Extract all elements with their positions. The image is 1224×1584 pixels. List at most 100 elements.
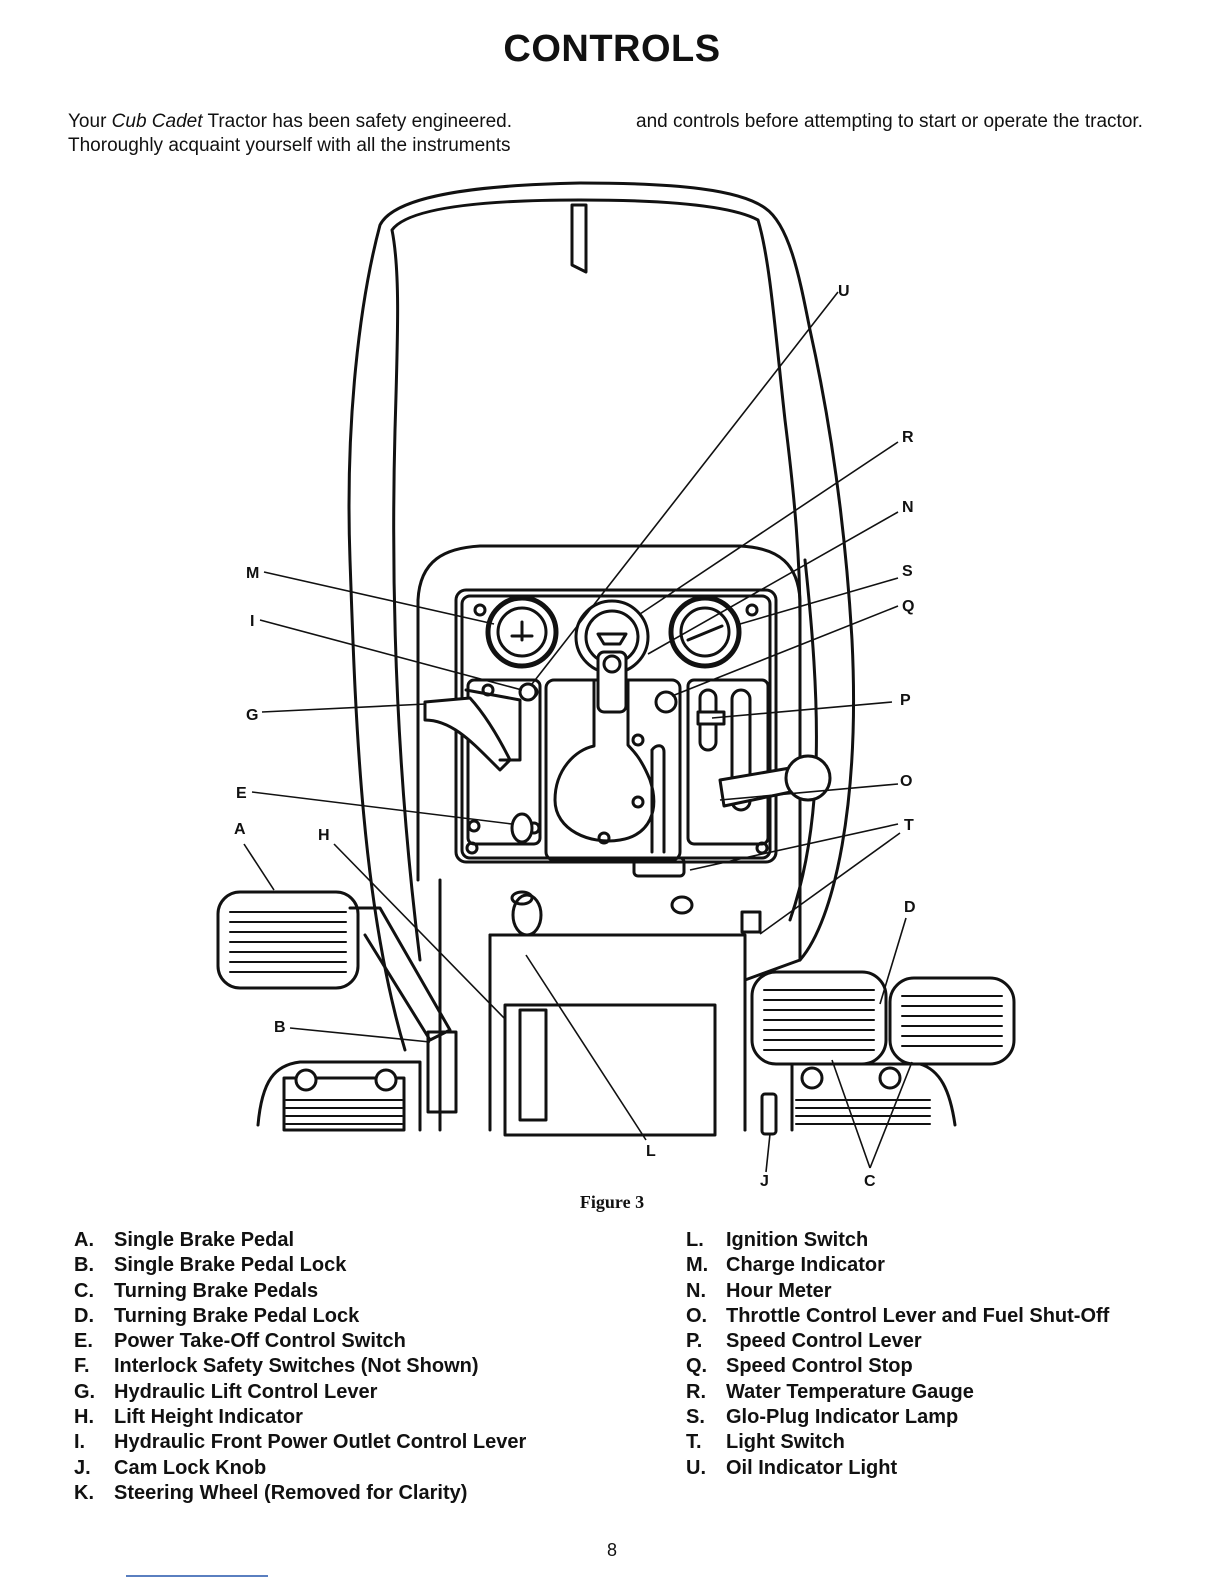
- callout-l: L: [646, 1143, 656, 1160]
- legend-letter: K.: [74, 1481, 94, 1504]
- legend-text: Interlock Safety Switches (Not Shown): [114, 1355, 479, 1378]
- legend-letter: R.: [686, 1380, 706, 1403]
- legend-letter: L.: [686, 1229, 704, 1251]
- callout-g: G: [246, 707, 258, 724]
- callout-o: O: [900, 773, 912, 790]
- tractor-controls-drawing: U R N S Q P O T D M I G E A H B L J C: [216, 181, 1016, 1190]
- legend-item: E. Power Take-Off Control Switch: [74, 1329, 674, 1354]
- callout-t: T: [904, 817, 914, 834]
- legend-left-column: A.Single Brake Pedal B.Single Brake Peda…: [74, 1228, 674, 1506]
- ignition-key: [511, 893, 543, 937]
- legend-letter: P.: [686, 1330, 703, 1353]
- legend-text: Oil Indicator Light: [726, 1456, 898, 1479]
- legend-text: Throttle Control Lever and Fuel Shut-Off: [726, 1304, 1110, 1327]
- legend-item: I.Hydraulic Front Power Outlet Control L…: [74, 1430, 674, 1455]
- left-floor-plate: [256, 1060, 422, 1132]
- legend-letter: S.: [686, 1406, 705, 1429]
- legend-right-column: L. Ignition Switch M. Charge Indicator N. H…: [686, 1228, 1186, 1481]
- callout-e: E: [236, 785, 247, 802]
- legend-text: Ignition Switch: [726, 1229, 869, 1251]
- legend-text: Steering Wheel (Removed for Clarity): [114, 1481, 468, 1504]
- legend-text: Speed Control Stop: [726, 1355, 913, 1378]
- legend-item: J. Cam Lock Knob: [74, 1456, 674, 1481]
- legend-text: Power Take-Off Control Switch: [114, 1330, 406, 1353]
- legend-item: H.Lift Height Indicator: [74, 1405, 674, 1430]
- legend-item: L. Ignition Switch: [686, 1228, 1186, 1253]
- legend-letter: E.: [74, 1330, 93, 1353]
- single-brake-pedal: [216, 890, 360, 990]
- right-floor-plate: [790, 1062, 957, 1132]
- legend-text: Single Brake Pedal: [114, 1229, 295, 1251]
- callout-j: J: [760, 1173, 769, 1190]
- legend-item: S.Glo-Plug Indicator Lamp: [686, 1405, 1186, 1430]
- light-switch: [632, 856, 686, 878]
- legend-item: G.Hydraulic Lift Control Lever: [74, 1380, 674, 1405]
- callout-r: R: [902, 429, 914, 446]
- legend-letter: F.: [74, 1355, 90, 1378]
- figure-caption: Figure 3: [579, 1192, 645, 1212]
- page-number: 8: [606, 1540, 617, 1560]
- legend-item: T.Light Switch: [686, 1430, 1186, 1455]
- intro-paragraph-right: and controls before attempting to start …: [636, 111, 1143, 132]
- right-lever-housing: [686, 678, 770, 846]
- callout-s: S: [902, 563, 913, 580]
- intro-text-after: Tractor has been safety engineered. Thor…: [68, 111, 512, 156]
- dash-bezel: [416, 544, 802, 882]
- left-lever-housing: [466, 678, 542, 846]
- brand-name: Cub Cadet: [111, 111, 203, 132]
- throttle-slot: [650, 744, 666, 854]
- hydraulic-lift-lever: [423, 696, 512, 772]
- legend-item: A.Single Brake Pedal: [74, 1228, 674, 1253]
- callout-i: I: [250, 613, 254, 630]
- legend-item: M. Charge Indicator: [686, 1253, 1186, 1278]
- legend-item: Q. Speed Control Stop: [686, 1354, 1186, 1379]
- speed-control-stop: [696, 710, 726, 726]
- legend-letter: M.: [686, 1254, 709, 1277]
- legend-item: F. Interlock Safety Switches (Not Shown): [74, 1354, 674, 1379]
- page-title: CONTROLS: [503, 28, 721, 70]
- footer-rule: [126, 1575, 268, 1577]
- callout-n: N: [902, 499, 914, 516]
- legend-letter: Q.: [686, 1355, 708, 1378]
- legend-text: Turning Brake Pedal Lock: [114, 1304, 360, 1327]
- legend-item: U. Oil Indicator Light: [686, 1456, 1186, 1481]
- legend-item: P. Speed Control Lever: [686, 1329, 1186, 1354]
- legend-letter: C.: [74, 1279, 94, 1302]
- legend-item: O. Throttle Control Lever and Fuel Shut-O…: [686, 1304, 1186, 1329]
- legend-item: B.Single Brake Pedal Lock: [74, 1253, 674, 1278]
- legend-letter: I.: [74, 1431, 86, 1454]
- legend-letter: U.: [686, 1456, 706, 1479]
- hood-inner-line: [390, 198, 802, 962]
- callout-h: H: [318, 827, 330, 844]
- intro-text-before: Your: [68, 111, 112, 132]
- callout-u: U: [838, 283, 850, 300]
- callout-m: M: [246, 565, 259, 582]
- legend-letter: G.: [74, 1380, 96, 1403]
- legend-text: Cam Lock Knob: [114, 1456, 267, 1479]
- intro-paragraph-left: Your Cub Cadet Tractor has been safety e…: [68, 110, 608, 158]
- callout-c: C: [864, 1173, 876, 1190]
- steering-column: [553, 678, 656, 843]
- turning-brake-pedal-right: [888, 976, 1016, 1066]
- legend-text: Light Switch: [726, 1431, 845, 1454]
- legend-letter: N.: [686, 1279, 706, 1302]
- legend-letter: J.: [74, 1456, 91, 1479]
- hood-ornament: [570, 203, 588, 274]
- legend-text: Charge Indicator: [726, 1254, 885, 1277]
- legend-item: N. Hour Meter: [686, 1279, 1186, 1304]
- legend-letter: O.: [686, 1304, 708, 1327]
- legend-item: R.Water Temperature Gauge: [686, 1380, 1186, 1405]
- speed-control-knob: [784, 754, 832, 802]
- callout-q: Q: [902, 598, 914, 615]
- callout-a: A: [234, 821, 246, 838]
- callout-d: D: [904, 899, 916, 916]
- legend-item: K. Steering Wheel (Removed for Clarity): [74, 1481, 674, 1506]
- callout-p: P: [900, 692, 911, 709]
- legend-text: Single Brake Pedal Lock: [114, 1254, 347, 1277]
- legend-letter: H.: [74, 1406, 94, 1429]
- legend-text: Hour Meter: [726, 1279, 832, 1302]
- legend-item: D.Turning Brake Pedal Lock: [74, 1304, 674, 1329]
- tractor-controls-figure: U R N S Q P O T D M I G E A H B L J C: [0, 178, 1224, 1198]
- legend-item: C.Turning Brake Pedals: [74, 1279, 674, 1304]
- legend-text: Speed Control Lever: [726, 1330, 922, 1353]
